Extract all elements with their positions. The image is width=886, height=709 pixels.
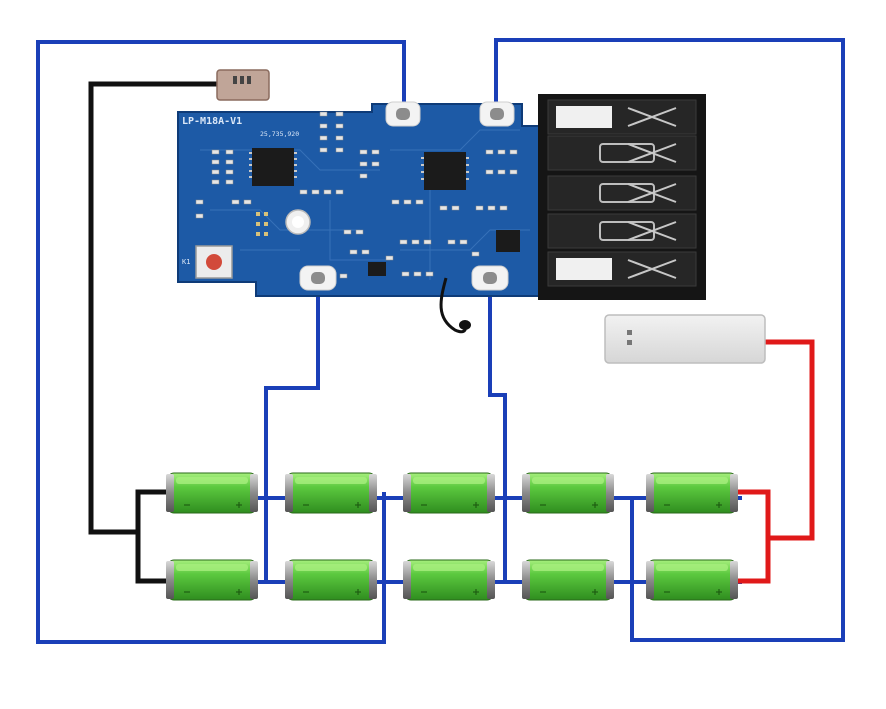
transistor <box>368 262 386 276</box>
balance-strip <box>604 314 766 364</box>
solder-pads <box>299 101 515 291</box>
terminal-slot <box>547 99 697 135</box>
battery-pack <box>166 472 738 601</box>
wire-connector <box>216 69 270 101</box>
terminal-connector <box>538 94 706 300</box>
pcb-serial-label: 25,735,920 <box>260 130 299 138</box>
battery-cell <box>285 472 377 514</box>
pcb-model-label: LP-M18A-V1 <box>182 116 242 127</box>
terminal-slot <box>547 213 697 249</box>
red-wire <box>759 339 815 541</box>
mosfet <box>496 230 520 252</box>
ic-chip-center <box>424 152 466 190</box>
terminal-slot <box>547 251 697 287</box>
battery-cell <box>403 559 495 601</box>
button-label: K1 <box>182 258 190 266</box>
blue-wire-pad-left <box>264 280 320 584</box>
battery-cell <box>403 472 495 514</box>
battery-cell <box>646 472 738 514</box>
terminal-slot <box>547 135 697 171</box>
battery-cell <box>646 559 738 601</box>
black-wire-bus <box>135 489 171 584</box>
battery-cell <box>522 472 614 514</box>
blue-wire-outer-left <box>36 40 406 644</box>
ntc-thermistor <box>439 277 471 334</box>
red-wire-bus <box>731 489 771 584</box>
battery-cell <box>166 559 258 601</box>
blue-wire-pad-right <box>488 280 507 584</box>
battery-cell <box>285 559 377 601</box>
pcb-board: K1 LP-M18A-V1 25,735,920 <box>177 101 541 297</box>
battery-cell <box>166 472 258 514</box>
ic-chip-left <box>252 148 294 186</box>
terminal-slot <box>547 175 697 211</box>
battery-cell <box>522 559 614 601</box>
black-wire <box>88 81 225 535</box>
blue-wire-outer-right <box>494 38 845 642</box>
